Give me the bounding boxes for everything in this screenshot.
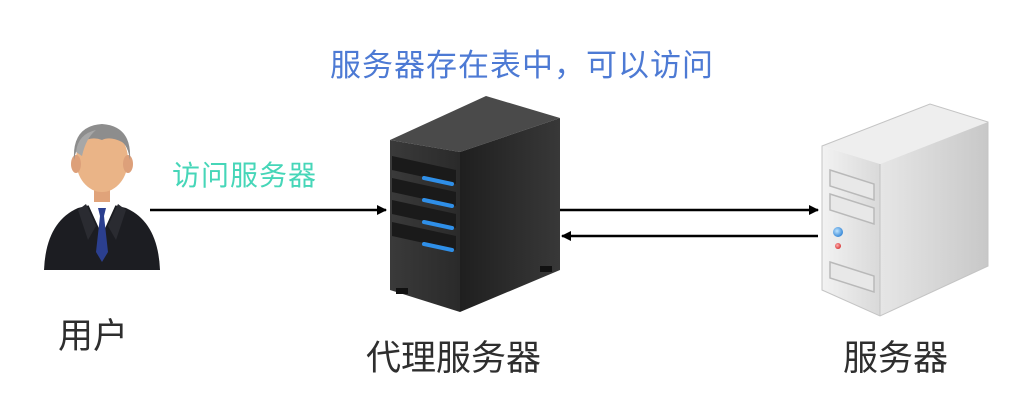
dark-tower-server-icon: [390, 96, 560, 312]
businessman-icon: [44, 124, 160, 270]
light-tower-server-icon: [821, 103, 989, 317]
node-label-proxy: 代理服务器: [366, 339, 542, 379]
node-label-server: 服务器: [843, 339, 949, 379]
node-label-user: 用户: [58, 317, 129, 357]
top-note: 服务器存在表中，可以访问: [330, 48, 714, 84]
edge-label-access-server: 访问服务器: [172, 159, 318, 192]
